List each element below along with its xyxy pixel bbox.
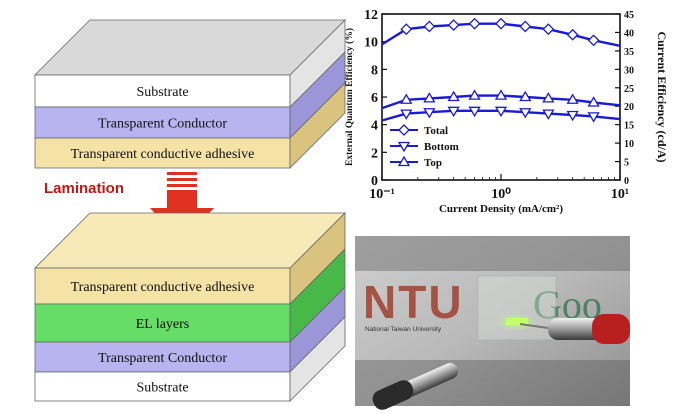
legend-label-1: Bottom [424,141,459,153]
marker-bottom-1 [400,109,413,120]
bottom-stack-layer-label-3: Substrate [136,381,188,396]
probe-right-handle [592,314,630,344]
bottom-stack-layer-label-0: Transparent conductive adhesive [71,280,255,295]
bottom-layer-stack: Transparent conductive adhesive EL layers… [34,212,346,402]
x-tick-label-0: 10⁻¹ [369,187,395,202]
marker-top-3 [447,90,460,102]
marker-top-5 [494,89,508,100]
marker-top-8 [566,93,579,104]
left-tick-label-4: 8 [371,63,378,78]
left-tick-label-6: 12 [364,8,378,23]
marker-bottom-6 [519,108,532,119]
marker-total-3 [447,19,460,31]
probe-right-wire [519,323,549,329]
device-photo: NTU National Taiwan University Goo [355,236,630,410]
marker-top-9 [587,96,600,107]
marker-bottom-4 [468,106,481,118]
x-tick-label-1: 10⁰ [491,187,511,202]
bottom-stack-layer-label-2: Transparent Conductor [98,351,227,366]
marker-bottom-3 [447,106,460,118]
marker-total-9 [587,34,600,47]
legend-marker-0 [398,124,410,136]
right-tick-label-8: 40 [624,28,634,39]
marker-total-4 [468,17,481,30]
arrow-stripe-3 [167,184,197,187]
top-stack-layer-label-0: Substrate [136,85,188,100]
ticks-bottom: 10⁻¹ 10⁰ 10¹ [369,174,629,202]
legend-label-0: Total [424,125,448,137]
marker-top-4 [468,89,481,100]
marker-bottom-7 [542,109,555,120]
legend-label-2: Top [424,157,442,169]
marker-total-7 [542,23,555,36]
top-stack-layer-side-2 [289,82,346,169]
marker-total-2 [423,20,436,33]
top-stack-layer-2 [34,137,291,169]
right-tick-label-9: 45 [624,10,634,21]
right-tick-label-7: 35 [624,47,634,58]
right-tick-label-1: 5 [624,158,629,169]
right-axis-label: Current Efficiency (cd/A) [655,31,669,162]
marker-total-1 [400,23,413,36]
bottom-stack-layer-side-3 [289,316,346,402]
legend-marker-2 [397,155,411,167]
left-tick-label-5: 10 [364,36,378,51]
bottom-stack-layer-0 [34,267,291,305]
marker-bottom-9 [587,112,600,123]
marker-top-7 [542,92,555,103]
el-emitting-strip [506,318,528,325]
right-tick-label-5: 25 [624,84,634,95]
top-stack-layer-label-2: Transparent conductive adhesive [71,147,255,162]
marker-bottom-8 [566,110,579,122]
marker-top-6 [519,90,532,102]
probe-left-body [401,363,459,397]
right-tick-label-6: 30 [624,65,634,76]
top-stack-layer-0 [34,74,291,108]
x-axis-label: Current Density (mA/cm²) [439,203,563,215]
bottom-stack-layer-label-1: EL layers [136,317,190,332]
right-tick-label-4: 20 [624,102,634,113]
ntu-logo-text: NTU [363,276,464,328]
right-tick-label-2: 10 [624,139,634,150]
probe-left-handle [372,380,414,410]
right-tick-label-0: 0 [624,176,629,187]
legend-marker-1 [397,141,411,153]
probe-right [519,314,630,344]
lamination-label: Lamination [44,180,124,197]
marker-top-2 [423,92,436,103]
probe-right-body [548,318,606,340]
left-tick-label-1: 2 [371,146,378,161]
right-tick-label-3: 15 [624,121,634,132]
ntu-logo-subtitle: National Taiwan University [365,326,442,333]
marker-bottom-5 [494,106,508,118]
ticks-right: 0 5 10 15 20 25 30 35 40 45 [615,10,634,187]
arrow-stripe-1 [167,172,197,175]
left-tick-label-2: 4 [371,119,378,134]
photo-shadow-band [355,236,630,271]
arrow-shaft [167,190,197,208]
left-axis-label: External Quantum Efficiency (%) [344,28,355,166]
marker-top-1 [400,93,413,104]
marker-total-8 [566,28,579,41]
left-tick-label-3: 6 [371,91,378,106]
marker-total-6 [519,20,532,33]
arrow-stripe-2 [167,178,197,181]
probe-left [372,363,459,410]
marker-total-5 [495,17,507,30]
top-stack-layer-label-1: Transparent Conductor [98,117,227,132]
ticks-left: 0 2 4 6 8 10 12 [364,8,387,189]
left-tick-label-0: 0 [371,174,378,189]
series-lines [381,17,621,123]
marker-bottom-2 [423,108,436,119]
x-tick-label-2: 10¹ [611,187,629,202]
